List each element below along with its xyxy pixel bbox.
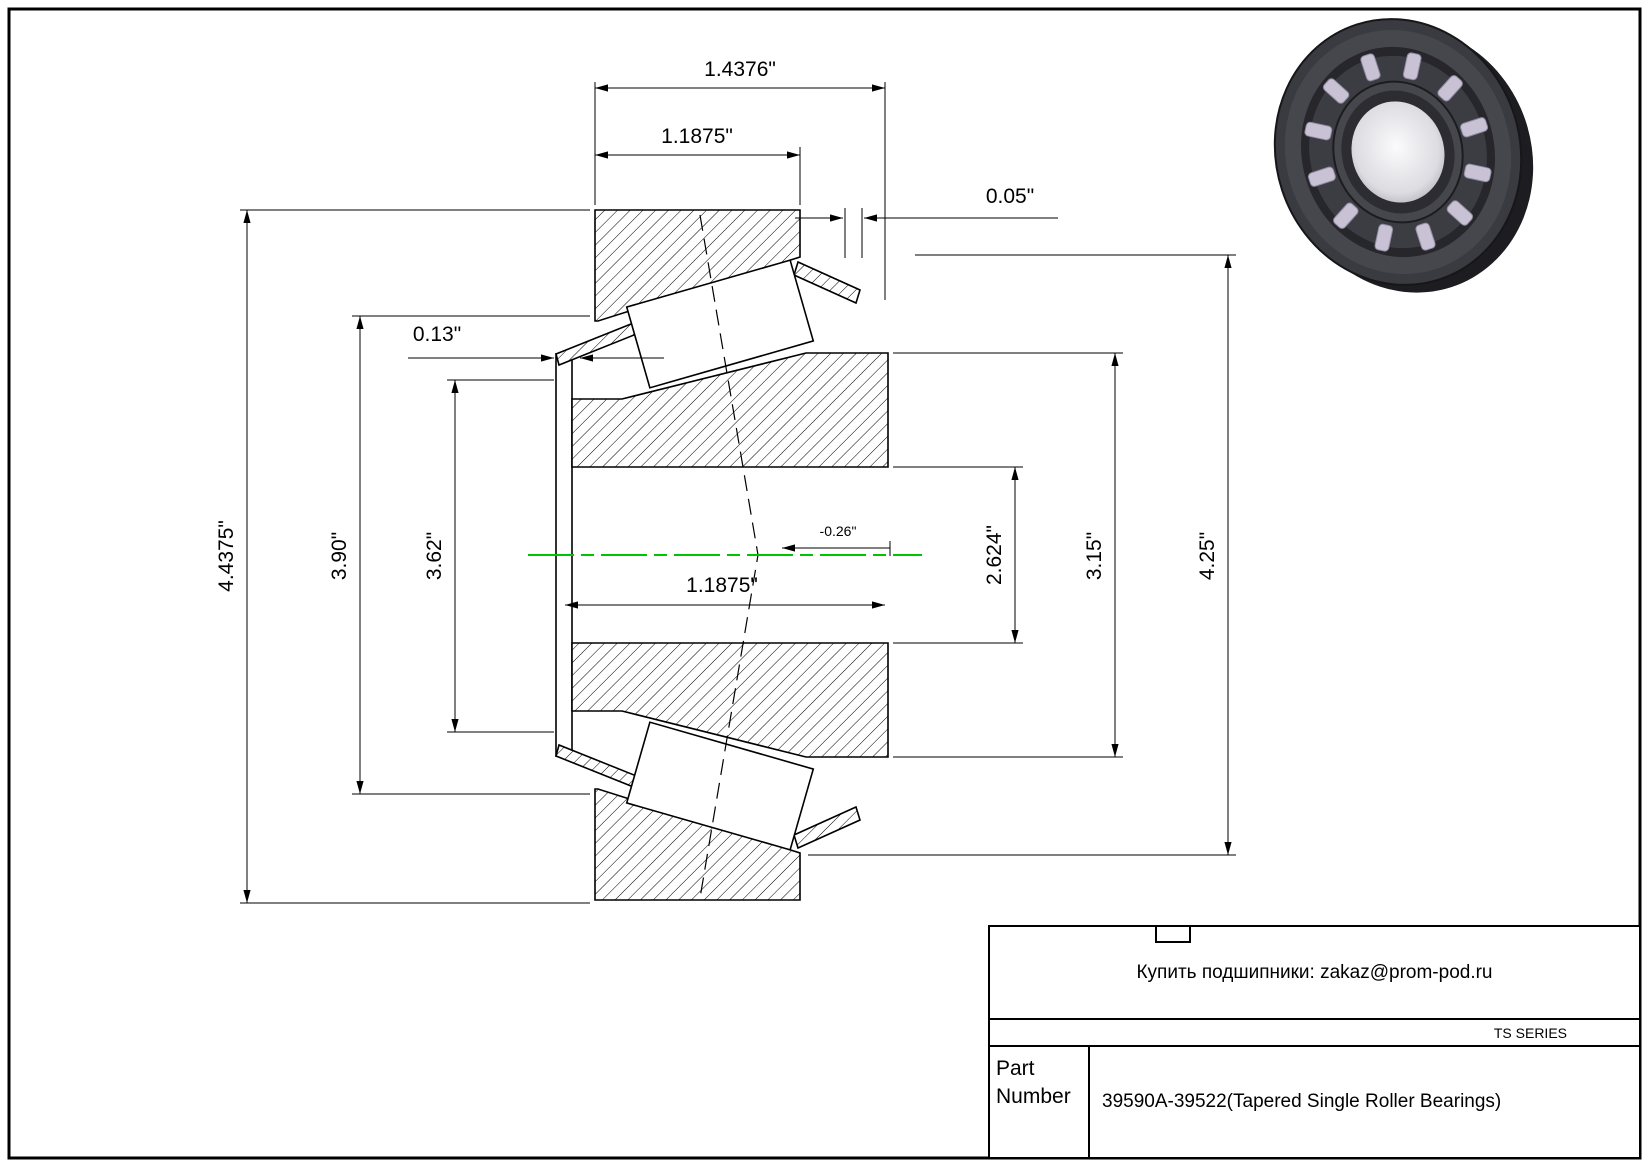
cone-bottom-section xyxy=(571,642,889,758)
dim-label-3-15: 3.15" xyxy=(1083,532,1106,580)
dim-label-4-25: 4.25" xyxy=(1196,532,1219,580)
roller-slot xyxy=(1446,200,1474,226)
roller-slot xyxy=(1322,78,1350,104)
title-block: Купить подшипники: zakaz@prom-pod.ru TS … xyxy=(988,925,1641,1159)
dimension-3-62: 3.62" xyxy=(423,379,554,733)
page-border xyxy=(7,7,1642,1160)
dim-label-outer-diameter: 4.4375" xyxy=(215,520,238,592)
cage-strip-top-right xyxy=(793,260,861,305)
dimension-cup-width: 1.1875" xyxy=(595,125,801,205)
title-block-contact-row: Купить подшипники: zakaz@prom-pod.ru xyxy=(990,927,1639,1018)
cage-strip-bottom-right xyxy=(793,805,861,850)
part-number-value: 39590A-39522(Tapered Single Roller Beari… xyxy=(1102,1091,1502,1112)
dim-label-3-90: 3.90" xyxy=(328,532,351,580)
dimension-apex-offset: -0.26" xyxy=(782,523,891,556)
roller-slot xyxy=(1463,163,1492,183)
dimension-small-offset: 0.13" xyxy=(408,323,664,362)
dimension-overall-width: 1.4376" xyxy=(594,58,886,300)
cone-top-section xyxy=(571,352,889,468)
title-block-tab xyxy=(1155,927,1191,943)
dimension-4-25: 4.25" xyxy=(808,254,1236,856)
dimension-3-90: 3.90" xyxy=(328,315,590,795)
roller-slot xyxy=(1304,121,1333,141)
dim-label-apex-offset: -0.26" xyxy=(820,523,857,539)
roller-slot xyxy=(1333,202,1359,229)
roller-slot xyxy=(1415,222,1436,251)
tapered-roller-bottom xyxy=(625,721,815,851)
dimension-outer-diameter: 4.4375" xyxy=(215,209,590,904)
dim-label-cup-width: 1.1875" xyxy=(661,125,733,148)
dim-label-cone-width: 1.1875" xyxy=(686,574,758,597)
render-roller-slots xyxy=(1304,52,1492,252)
roller-slot xyxy=(1460,117,1489,138)
dimension-protrusion: 0.05" xyxy=(795,185,1058,258)
render-bore xyxy=(1351,101,1445,203)
roller-slot xyxy=(1374,223,1394,252)
bearing-3d-render xyxy=(1273,18,1534,293)
roller-slot xyxy=(1307,166,1336,187)
roller-slot xyxy=(1360,53,1381,82)
dim-label-protrusion: 0.05" xyxy=(986,185,1034,208)
dim-label-small-offset: 0.13" xyxy=(413,323,461,346)
dimension-cone-width: 1.1875" xyxy=(565,574,885,609)
dimension-3-15: 3.15" xyxy=(893,352,1123,758)
roller-slot xyxy=(1402,52,1422,81)
title-block-part-row: Part Number 39590A-39522(Tapered Single … xyxy=(990,1045,1639,1157)
title-block-series-row: TS SERIES xyxy=(990,1018,1639,1045)
contact-text: Купить подшипники: zakaz@prom-pod.ru xyxy=(1136,961,1493,983)
tapered-roller-top xyxy=(625,259,815,389)
roller-slot xyxy=(1437,75,1463,102)
dim-label-bore-diameter: 2.624" xyxy=(983,525,1006,585)
dim-label-3-62: 3.62" xyxy=(423,532,446,580)
series-label: TS SERIES xyxy=(1493,1024,1567,1041)
dimension-bore-diameter: 2.624" xyxy=(893,466,1023,644)
bearing-cross-section xyxy=(528,209,922,901)
part-number-label: Part Number xyxy=(990,1047,1090,1157)
dim-label-overall-width: 1.4376" xyxy=(704,58,776,81)
